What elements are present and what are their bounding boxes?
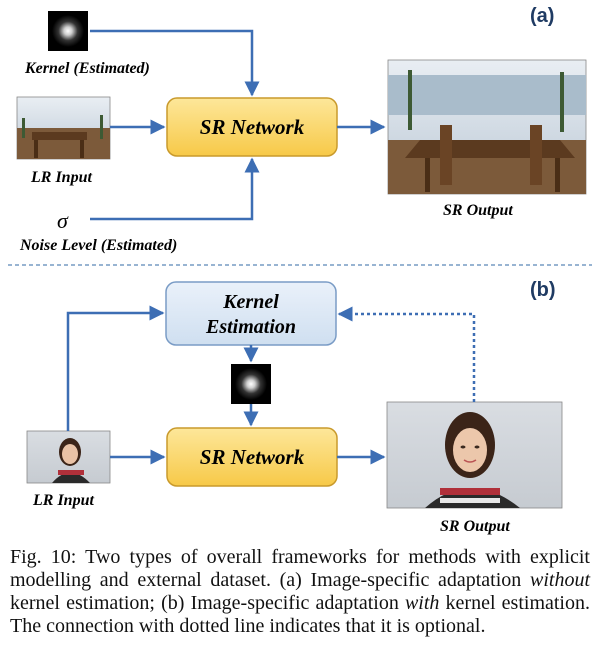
lr-input-label-a: LR Input <box>30 169 92 186</box>
sr-output-label-b: SR Output <box>440 518 510 535</box>
caption-text-2: kernel estimation; (b) Image-specific ad… <box>10 592 405 614</box>
panel-a-label: (a) <box>530 5 554 27</box>
dotted-feedback-arrow <box>337 306 476 402</box>
kernel-estimation-label-line2: Estimation <box>205 316 296 338</box>
kernel-image <box>48 11 88 51</box>
panel-b-label: (b) <box>530 279 556 301</box>
caption-text-1: Fig. 10: Two types of overall frameworks… <box>10 546 590 591</box>
lr-input-label-b: LR Input <box>32 492 94 509</box>
kernel-estimated-label: Kernel (Estimated) <box>24 60 150 77</box>
caption-emphasis-with: with <box>404 592 440 614</box>
framework-diagram: (a) Kernel (Estimated) LR Input SR Netwo… <box>8 5 592 535</box>
noise-level-label: Noise Level (Estimated) <box>19 237 177 254</box>
figure-caption: Fig. 10: Two types of overall frameworks… <box>10 546 590 638</box>
sr-network-label-a: SR Network <box>200 115 305 139</box>
caption-emphasis-without: without <box>529 569 590 591</box>
sr-network-label-b: SR Network <box>200 445 305 469</box>
arrow-noise-to-sr <box>90 157 260 221</box>
estimated-kernel-image <box>231 364 271 404</box>
lr-input-portrait <box>26 430 111 484</box>
arrow-kernel-to-sr <box>90 29 260 97</box>
caption-text-3: kernel estimation. The connection with d… <box>10 592 590 637</box>
kernel-estimation-label-line1: Kernel <box>222 291 279 313</box>
sr-output-image-a <box>387 59 587 195</box>
sr-output-portrait <box>386 401 563 509</box>
arrow-lr-to-kernel-estimation <box>66 305 165 431</box>
sr-output-label-a: SR Output <box>443 202 513 219</box>
lr-input-image <box>16 96 111 160</box>
sigma-symbol: σ <box>57 208 69 233</box>
